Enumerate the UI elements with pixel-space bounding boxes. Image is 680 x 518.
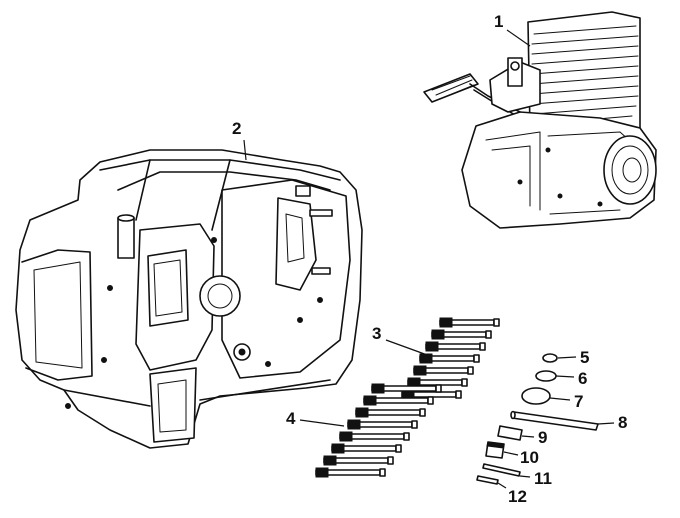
callout-labels: 1 2 3 4 5 6 7 8 9 10 11 12 (232, 12, 627, 506)
part-6-washer (535, 370, 557, 382)
crankcase-half (15, 149, 363, 449)
callout-8: 8 (618, 413, 627, 432)
callout-3: 3 (372, 324, 381, 343)
part-11-pin (482, 463, 521, 477)
bolt-group-upper (401, 317, 500, 400)
callout-1: 1 (494, 12, 503, 31)
callout-11: 11 (534, 469, 552, 488)
part-8-long-rod (511, 411, 599, 431)
small-components (476, 353, 599, 485)
callout-9: 9 (538, 428, 547, 447)
engine-assembly (423, 11, 657, 229)
callout-4: 4 (286, 409, 296, 428)
leader-lines (243, 29, 615, 489)
callout-7: 7 (574, 392, 583, 411)
part-9-short-sleeve (497, 425, 523, 441)
callout-12: 12 (508, 487, 527, 506)
part-12-small-pin (476, 475, 499, 485)
callout-5: 5 (580, 348, 589, 367)
callout-2: 2 (232, 119, 241, 138)
callout-6: 6 (578, 369, 587, 388)
bolt-group-lower (315, 383, 442, 478)
part-7-cover-plate (521, 387, 551, 405)
callout-10: 10 (520, 448, 539, 467)
part-5-small-plug (542, 353, 558, 363)
